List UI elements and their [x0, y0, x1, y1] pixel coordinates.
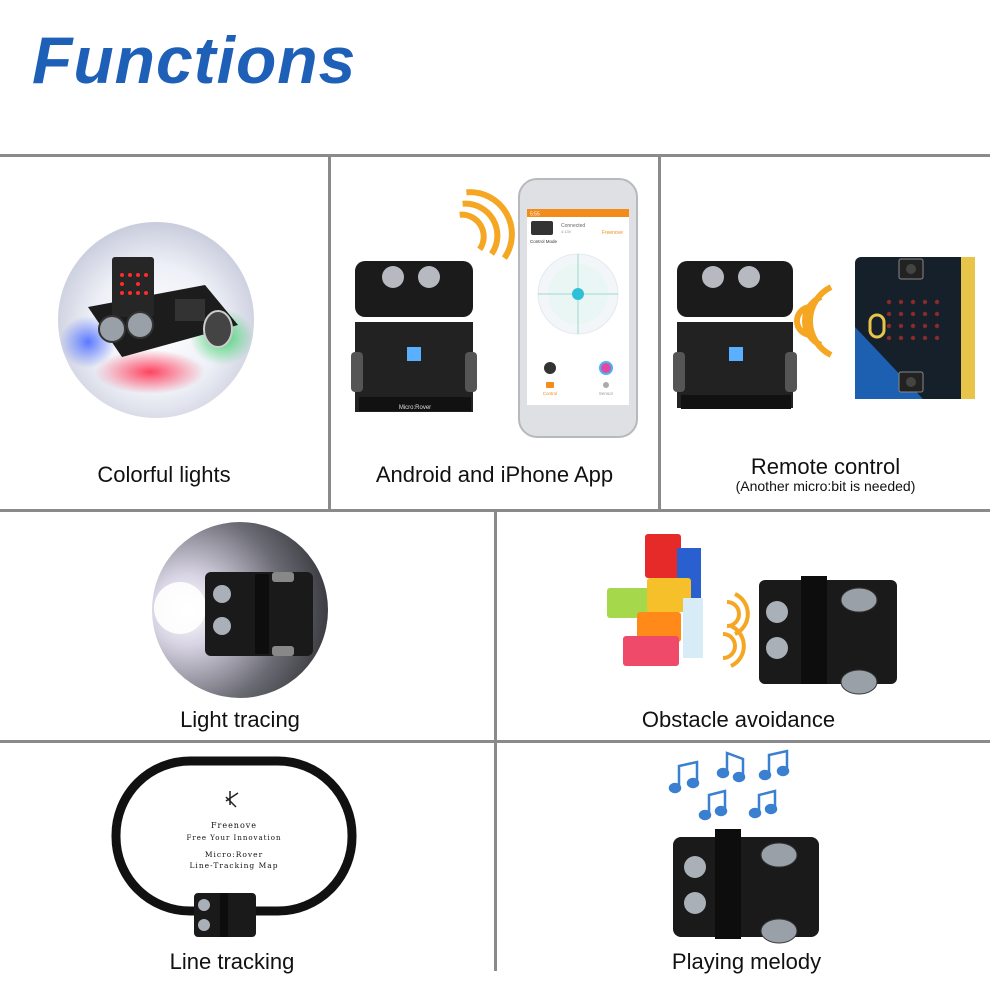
line-tracking-image: Freenove Free Your Innovation Micro:Rove…	[111, 756, 357, 937]
app-image: Micro:Rover 5:55 Connected 4:13V Freenov…	[351, 178, 638, 438]
light-tracing-image	[152, 522, 328, 698]
feature-label: Android and iPhone App	[375, 462, 614, 487]
phone-tab-control: Control	[543, 391, 558, 396]
feature-label: Remote control	[750, 454, 901, 479]
feature-obstacle-avoidance: Obstacle avoidance	[497, 512, 990, 740]
feature-remote-control: Remote control (Another micro:bit is nee…	[661, 157, 990, 509]
feature-label: Playing melody	[671, 949, 822, 974]
map-slogan: Free Your Innovation	[187, 834, 282, 842]
phone-brand: Freenove	[602, 230, 623, 236]
phone-tab-sensor: Sensor	[599, 391, 614, 396]
feature-label: Line tracking	[169, 949, 295, 974]
page-title: Functions	[32, 23, 357, 97]
phone-status-time: 5:55	[530, 212, 540, 218]
music-notes-icon	[668, 749, 790, 821]
feature-playing-melody: Playing melody	[497, 743, 990, 990]
feature-app: Micro:Rover 5:55 Connected 4:13V Freenov…	[331, 157, 658, 509]
robot-label: Micro:Rover	[399, 405, 431, 411]
divider-col2	[658, 156, 661, 509]
divider-row1	[0, 509, 990, 512]
feature-colorful-lights: Colorful lights	[0, 157, 328, 509]
feature-note: (Another micro:bit is needed)	[735, 478, 916, 494]
map-brand: Freenove	[211, 821, 257, 830]
remote-control-image	[673, 257, 975, 409]
feature-line-tracking: Freenove Free Your Innovation Micro:Rove…	[0, 743, 494, 990]
playing-melody-image	[668, 749, 819, 944]
phone-device: 4:13V	[561, 229, 572, 234]
divider-col1	[328, 156, 331, 509]
divider-mid	[494, 511, 497, 971]
map-name: Line-Tracking Map	[189, 861, 278, 870]
divider-top	[0, 154, 990, 157]
feature-label: Colorful lights	[97, 462, 231, 487]
feature-label: Obstacle avoidance	[641, 707, 836, 732]
feature-light-tracing: Light tracing	[0, 512, 494, 740]
feature-label: Light tracing	[180, 707, 300, 732]
phone-connection: Connected	[561, 223, 585, 229]
colorful-lights-image	[58, 222, 254, 418]
phone-mode-title: Control Mode	[530, 239, 558, 244]
obstacle-avoidance-image	[607, 534, 897, 695]
map-product: Micro:Rover	[205, 850, 263, 859]
